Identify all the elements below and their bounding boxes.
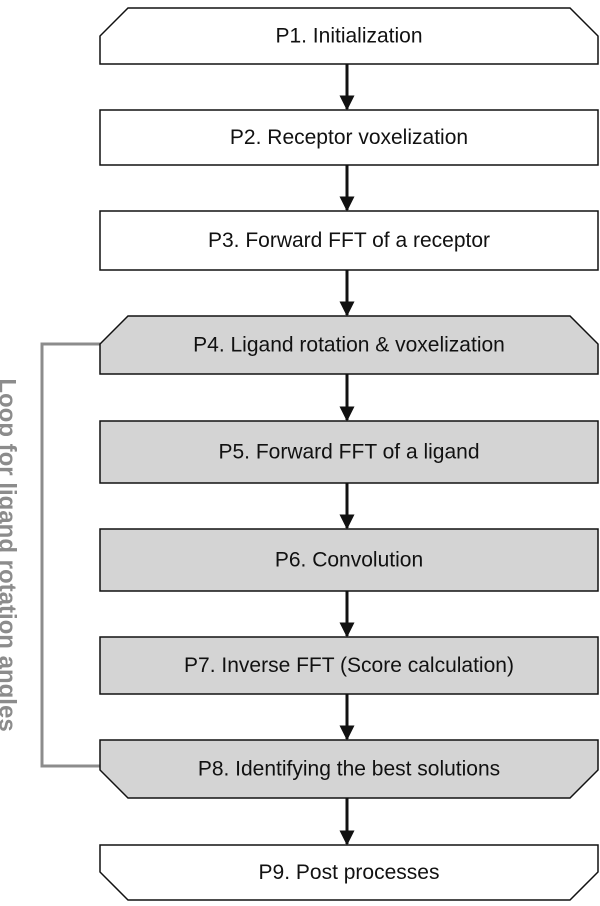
step-p6: P6. Convolution (99, 528, 599, 592)
loop-label: Loop for ligand rotation angles (0, 378, 21, 731)
step-p1: P1. Initialization (99, 7, 599, 65)
step-p2-label: P2. Receptor voxelization (230, 126, 468, 149)
step-p7: P7. Inverse FFT (Score calculation) (99, 636, 599, 695)
step-p5-box (99, 420, 599, 484)
step-p5-label: P5. Forward FFT of a ligand (218, 441, 479, 464)
step-p5: P5. Forward FFT of a ligand (99, 420, 599, 484)
step-p8-box (99, 739, 599, 799)
step-p1-label: P1. Initialization (275, 25, 422, 48)
step-p9: P9. Post processes (99, 844, 599, 901)
step-p7-box (99, 636, 599, 695)
step-p4-box (99, 315, 599, 375)
step-p1-box (99, 7, 599, 65)
step-p8-label: P8. Identifying the best solutions (198, 758, 500, 781)
step-p3: P3. Forward FFT of a receptor (99, 210, 599, 271)
step-p3-box (99, 210, 599, 271)
step-p7-label: P7. Inverse FFT (Score calculation) (184, 654, 514, 677)
step-p2-box (99, 109, 599, 166)
step-p4-label: P4. Ligand rotation & voxelization (193, 334, 505, 357)
loop-bracket: Loop for ligand rotation angles (0, 342, 100, 768)
loop-bracket-line (40, 342, 100, 768)
step-p9-box (99, 844, 599, 901)
step-p3-label: P3. Forward FFT of a receptor (208, 229, 490, 252)
step-p6-label: P6. Convolution (275, 549, 423, 572)
step-p8: P8. Identifying the best solutions (99, 739, 599, 799)
step-p6-box (99, 528, 599, 592)
step-p4: P4. Ligand rotation & voxelization (99, 315, 599, 375)
step-p2: P2. Receptor voxelization (99, 109, 599, 166)
step-p9-label: P9. Post processes (259, 861, 440, 884)
